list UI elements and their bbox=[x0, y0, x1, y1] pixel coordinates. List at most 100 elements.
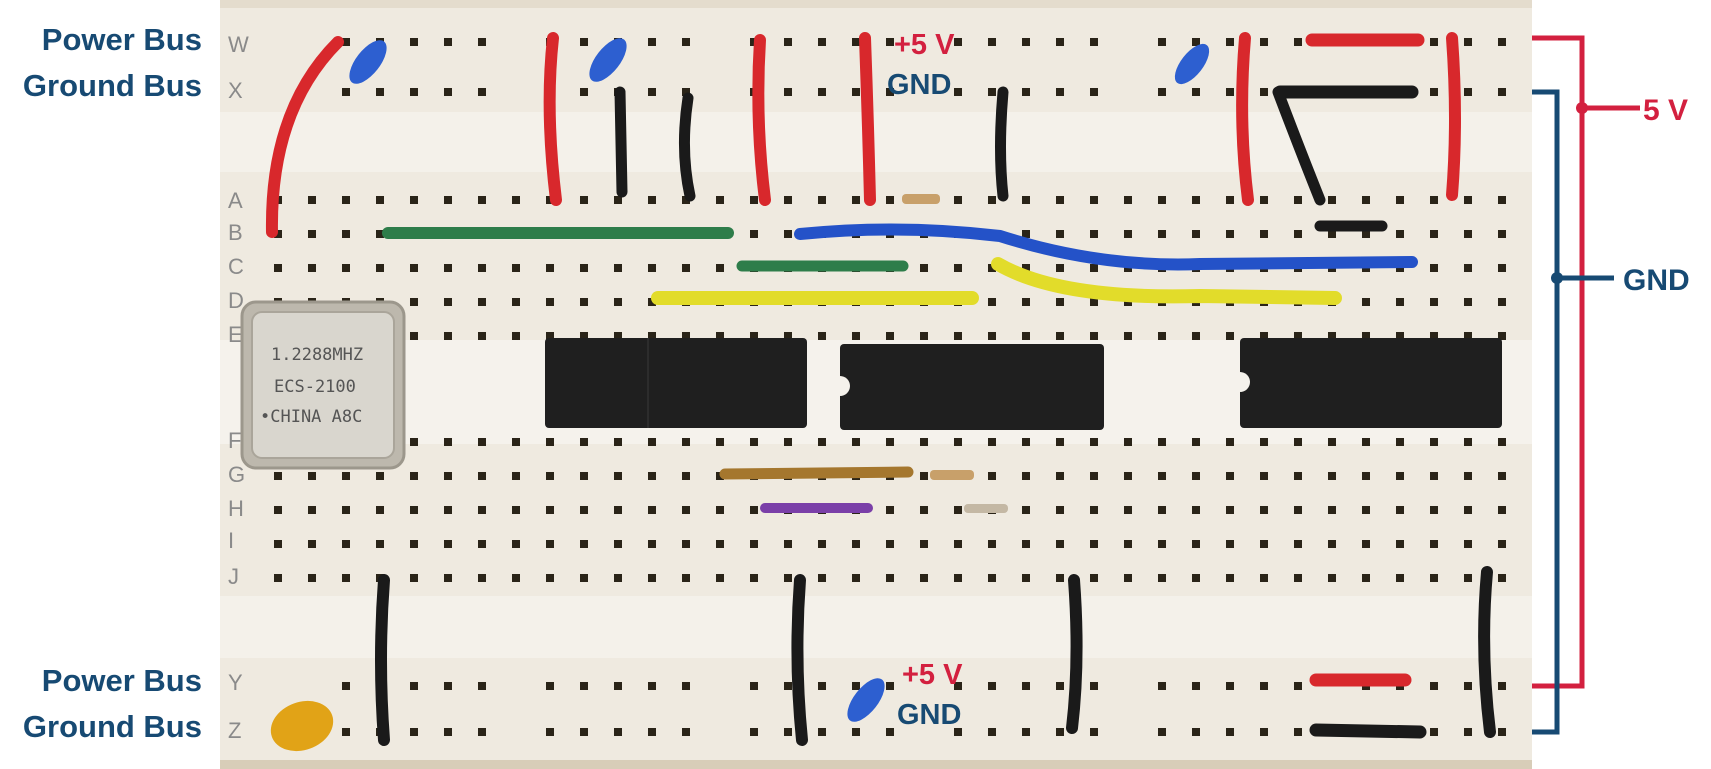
breadboard-hole bbox=[1430, 298, 1438, 306]
breadboard-hole bbox=[1226, 196, 1234, 204]
breadboard-hole bbox=[512, 264, 520, 272]
breadboard-hole bbox=[886, 196, 894, 204]
top-gnd-label: GND bbox=[887, 69, 951, 101]
breadboard-hole bbox=[308, 574, 316, 582]
breadboard-hole bbox=[648, 728, 656, 736]
breadboard-hole bbox=[716, 264, 724, 272]
breadboard-hole bbox=[1158, 728, 1166, 736]
breadboard-hole bbox=[478, 438, 486, 446]
breadboard-hole bbox=[410, 472, 418, 480]
breadboard-hole bbox=[1498, 332, 1506, 340]
resistor bbox=[902, 194, 940, 204]
breadboard-hole bbox=[1226, 88, 1234, 96]
breadboard-hole bbox=[1396, 196, 1404, 204]
breadboard-hole bbox=[274, 230, 282, 238]
breadboard-hole bbox=[784, 88, 792, 96]
breadboard-hole bbox=[478, 298, 486, 306]
breadboard-hole bbox=[308, 196, 316, 204]
oscillator-origin-text: •CHINA A8C bbox=[260, 407, 362, 427]
breadboard-hole bbox=[1362, 472, 1370, 480]
row-letter-e: E bbox=[228, 322, 243, 347]
breadboard-hole bbox=[1464, 298, 1472, 306]
breadboard-hole bbox=[1430, 230, 1438, 238]
breadboard-hole bbox=[1260, 196, 1268, 204]
breadboard-hole bbox=[1294, 38, 1302, 46]
breadboard-hole bbox=[1158, 574, 1166, 582]
breadboard-hole bbox=[614, 298, 622, 306]
breadboard-hole bbox=[648, 506, 656, 514]
breadboard-hole bbox=[1158, 230, 1166, 238]
breadboard-hole bbox=[1464, 196, 1472, 204]
breadboard-hole bbox=[410, 574, 418, 582]
breadboard-hole bbox=[1090, 264, 1098, 272]
breadboard-hole bbox=[1362, 230, 1370, 238]
breadboard-hole bbox=[682, 682, 690, 690]
breadboard-hole bbox=[1226, 472, 1234, 480]
breadboard-hole bbox=[1158, 682, 1166, 690]
breadboard-hole bbox=[750, 574, 758, 582]
breadboard-hole bbox=[1192, 38, 1200, 46]
breadboard-hole bbox=[818, 682, 826, 690]
breadboard-hole bbox=[444, 38, 452, 46]
breadboard-hole bbox=[852, 438, 860, 446]
breadboard-hole bbox=[852, 682, 860, 690]
breadboard-hole bbox=[1464, 38, 1472, 46]
top-plus5v-label: +5 V bbox=[894, 29, 955, 61]
breadboard-hole bbox=[1328, 472, 1336, 480]
breadboard-hole bbox=[376, 540, 384, 548]
breadboard-hole bbox=[580, 38, 588, 46]
breadboard-hole bbox=[648, 540, 656, 548]
black-wire bbox=[1272, 86, 1326, 206]
breadboard-hole bbox=[988, 574, 996, 582]
breadboard-hole bbox=[580, 298, 588, 306]
breadboard-hole bbox=[478, 472, 486, 480]
breadboard-hole bbox=[1226, 506, 1234, 514]
breadboard-hole bbox=[1294, 728, 1302, 736]
breadboard-hole bbox=[478, 574, 486, 582]
breadboard-hole bbox=[954, 540, 962, 548]
breadboard-hole bbox=[852, 574, 860, 582]
breadboard-hole bbox=[988, 196, 996, 204]
breadboard-hole bbox=[682, 540, 690, 548]
breadboard-hole bbox=[1124, 438, 1132, 446]
breadboard-hole bbox=[1430, 472, 1438, 480]
breadboard-hole bbox=[988, 728, 996, 736]
breadboard-hole bbox=[512, 472, 520, 480]
breadboard-hole bbox=[308, 472, 316, 480]
breadboard-hole bbox=[1192, 506, 1200, 514]
breadboard-hole bbox=[1260, 38, 1268, 46]
breadboard-hole bbox=[444, 88, 452, 96]
breadboard-hole bbox=[1430, 540, 1438, 548]
breadboard-hole bbox=[274, 264, 282, 272]
breadboard-hole bbox=[920, 472, 928, 480]
breadboard-hole bbox=[1260, 472, 1268, 480]
row-letter-x: X bbox=[228, 78, 243, 103]
red-wire bbox=[859, 32, 876, 206]
breadboard-hole bbox=[1260, 332, 1268, 340]
breadboard-hole bbox=[750, 332, 758, 340]
red-wire bbox=[543, 32, 562, 206]
breadboard-hole bbox=[580, 728, 588, 736]
breadboard-hole bbox=[342, 574, 350, 582]
breadboard-hole bbox=[1022, 438, 1030, 446]
top-power-bus-label: Power Bus bbox=[41, 22, 202, 57]
breadboard-hole bbox=[1226, 574, 1234, 582]
bottom-power-bus-label: Power Bus bbox=[41, 663, 202, 698]
breadboard-hole bbox=[1056, 540, 1064, 548]
breadboard-hole bbox=[784, 332, 792, 340]
breadboard-hole bbox=[750, 540, 758, 548]
breadboard-hole bbox=[1362, 540, 1370, 548]
breadboard-hole bbox=[1328, 438, 1336, 446]
breadboard-hole bbox=[750, 506, 758, 514]
crystal-oscillator: 1.2288MHZ ECS-2100 •CHINA A8C bbox=[240, 300, 406, 470]
breadboard-hole bbox=[512, 332, 520, 340]
breadboard-hole bbox=[444, 540, 452, 548]
breadboard-hole bbox=[376, 196, 384, 204]
breadboard-hole bbox=[1430, 38, 1438, 46]
ic-chip-1 bbox=[545, 338, 807, 428]
breadboard-hole bbox=[1022, 682, 1030, 690]
breadboard-hole bbox=[478, 728, 486, 736]
breadboard-hole bbox=[852, 728, 860, 736]
breadboard-hole bbox=[1090, 438, 1098, 446]
breadboard-hole bbox=[478, 88, 486, 96]
